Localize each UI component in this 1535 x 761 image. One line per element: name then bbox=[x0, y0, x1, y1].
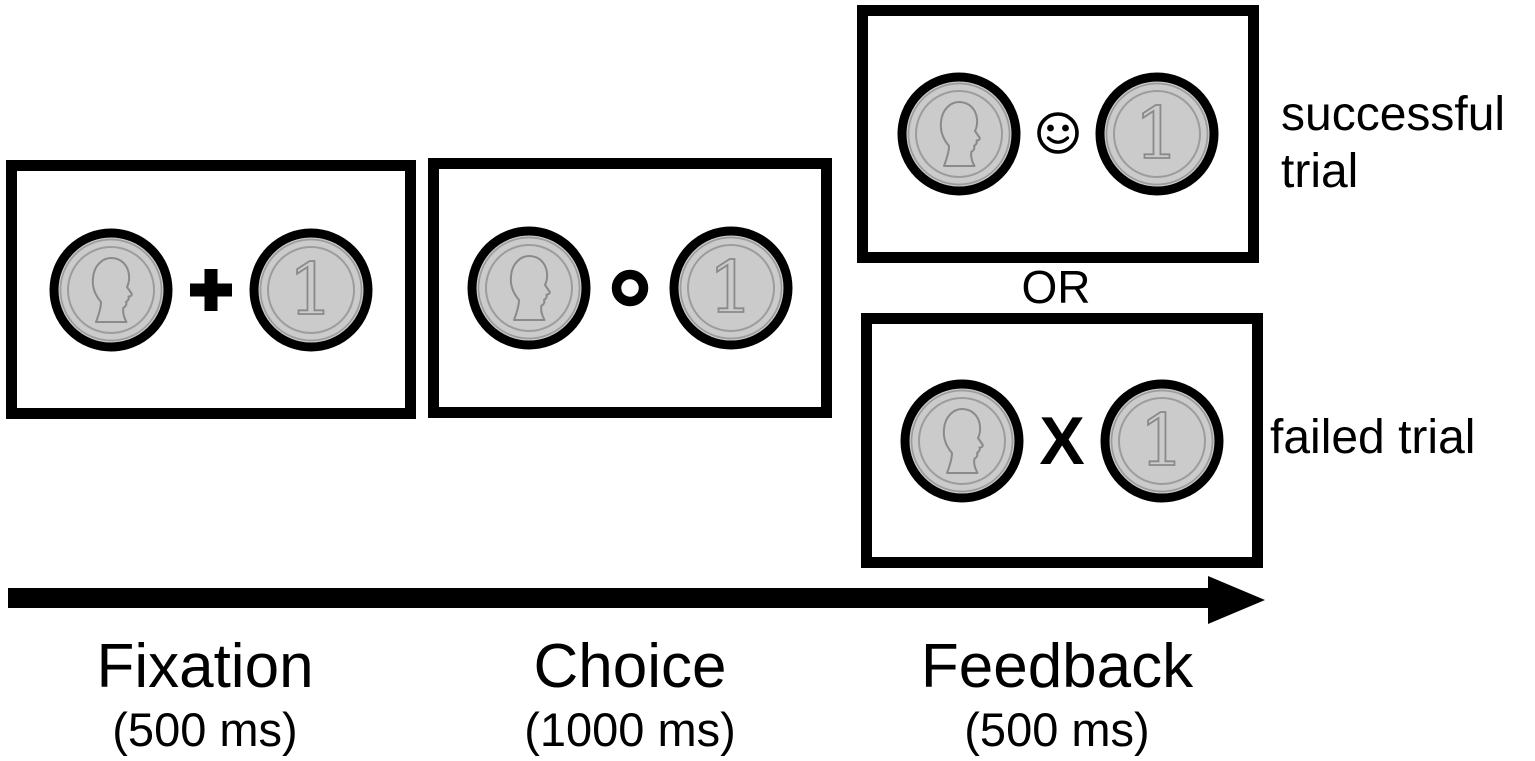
plus-icon bbox=[190, 268, 232, 311]
feedback-fail-screen: X bbox=[861, 313, 1263, 568]
stage-label-feedback: Feedback (500 ms) bbox=[892, 632, 1222, 758]
head-coin-icon bbox=[49, 228, 173, 352]
or-label: OR bbox=[1021, 261, 1091, 313]
timeline-arrow bbox=[8, 576, 1265, 624]
head-coin-icon bbox=[900, 379, 1024, 503]
fail-label: failed trial bbox=[1270, 411, 1476, 464]
stage-duration: (500 ms) bbox=[112, 703, 298, 756]
x-mark: X bbox=[1039, 402, 1085, 479]
smiley-face-icon bbox=[1037, 112, 1079, 154]
head-coin-icon bbox=[897, 72, 1021, 196]
stage-label-fixation: Fixation (500 ms) bbox=[40, 632, 370, 758]
stage-name: Feedback bbox=[920, 632, 1194, 701]
one-coin-icon bbox=[249, 228, 373, 352]
head-coin-icon bbox=[467, 226, 591, 350]
choice-screen bbox=[428, 158, 832, 418]
one-coin-icon bbox=[1095, 72, 1219, 196]
success-label: successful trial bbox=[1281, 88, 1506, 198]
stage-name: Choice bbox=[533, 632, 727, 701]
stage-label-choice: Choice (1000 ms) bbox=[465, 632, 795, 758]
stage-duration: (1000 ms) bbox=[524, 703, 736, 756]
open-circle-icon bbox=[611, 269, 649, 307]
feedback-success-screen bbox=[857, 5, 1259, 263]
one-coin-icon bbox=[669, 226, 793, 350]
stage-duration: (500 ms) bbox=[964, 703, 1150, 756]
fixation-screen bbox=[6, 160, 416, 419]
one-coin-icon bbox=[1100, 379, 1224, 503]
stage-name: Fixation bbox=[96, 632, 314, 701]
